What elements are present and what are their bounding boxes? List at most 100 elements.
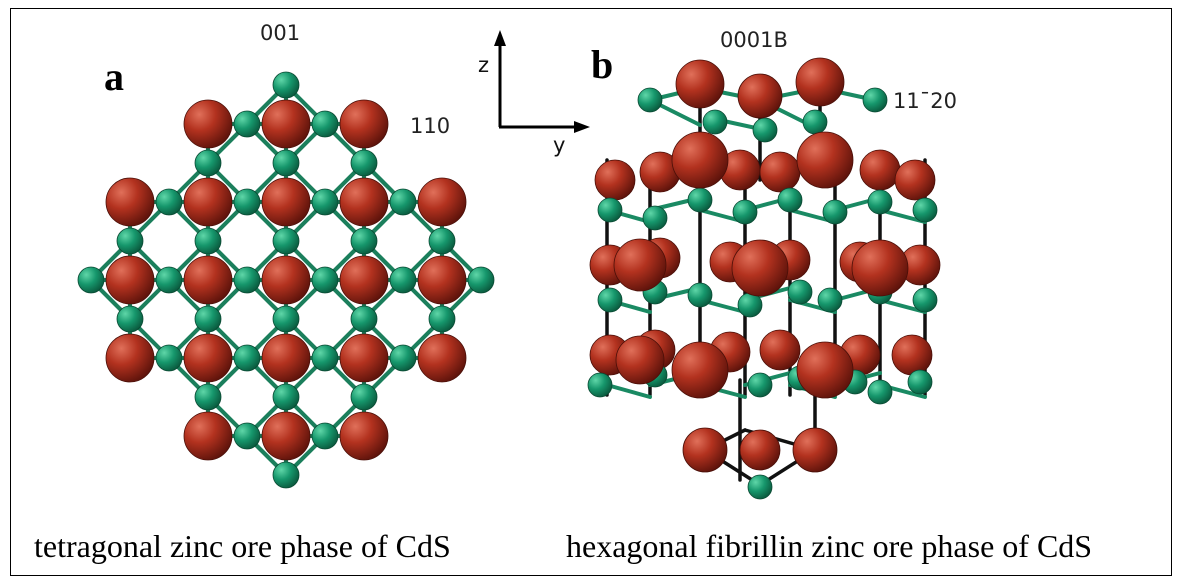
s-atom bbox=[912, 287, 938, 313]
s-atom bbox=[155, 344, 183, 372]
z-axis-label: z bbox=[478, 53, 489, 77]
s-atom bbox=[194, 149, 222, 177]
cd-atom bbox=[105, 255, 155, 305]
s-atom bbox=[311, 266, 339, 294]
s-atom bbox=[428, 227, 456, 255]
cd-atom bbox=[759, 151, 801, 193]
cd-atom bbox=[594, 159, 636, 201]
cd-atom bbox=[261, 99, 311, 149]
cd-atom bbox=[183, 177, 233, 227]
s-atom bbox=[642, 205, 668, 231]
s-atom bbox=[597, 287, 623, 313]
cd-atom bbox=[737, 73, 783, 119]
s-atom bbox=[194, 383, 222, 411]
s-atom bbox=[777, 187, 803, 213]
s-atom bbox=[747, 474, 773, 500]
s-atom bbox=[311, 188, 339, 216]
s-atom bbox=[233, 188, 261, 216]
s-atom bbox=[116, 305, 144, 333]
cd-atom bbox=[739, 429, 781, 471]
s-atom bbox=[233, 344, 261, 372]
s-atom bbox=[233, 110, 261, 138]
s-atom bbox=[389, 344, 417, 372]
s-atom bbox=[752, 117, 778, 143]
s-atom bbox=[350, 227, 378, 255]
cd-atom bbox=[417, 177, 467, 227]
bond bbox=[878, 208, 927, 224]
caption-panel-a: tetragonal zinc ore phase of CdS bbox=[34, 528, 451, 564]
s-atom bbox=[311, 110, 339, 138]
s-atom bbox=[233, 422, 261, 450]
cd-atom bbox=[851, 239, 909, 297]
cd-atom bbox=[792, 427, 838, 473]
s-atom bbox=[389, 266, 417, 294]
s-atom bbox=[912, 197, 938, 223]
s-atom bbox=[194, 305, 222, 333]
s-atom bbox=[687, 282, 713, 308]
s-atom bbox=[194, 227, 222, 255]
s-atom bbox=[272, 71, 300, 99]
cd-atom bbox=[613, 238, 667, 292]
s-atom bbox=[272, 227, 300, 255]
cd-atom bbox=[417, 333, 467, 383]
bond bbox=[605, 383, 652, 399]
miller-index-11-2-0: 11¯20 bbox=[893, 89, 957, 113]
cd-atom bbox=[891, 334, 933, 376]
s-atom bbox=[737, 292, 763, 318]
miller-index-0001b: 0001B bbox=[720, 28, 788, 52]
y-axis-label: y bbox=[553, 133, 565, 157]
s-atom bbox=[637, 87, 663, 113]
s-atom bbox=[311, 422, 339, 450]
cd-atom bbox=[417, 255, 467, 305]
s-atom bbox=[389, 188, 417, 216]
s-atom bbox=[77, 266, 105, 294]
cd-atom bbox=[894, 159, 936, 201]
s-atom bbox=[867, 189, 893, 215]
cd-atom bbox=[675, 59, 725, 109]
s-atom bbox=[350, 383, 378, 411]
cd-atom bbox=[261, 177, 311, 227]
cd-atom bbox=[759, 329, 801, 371]
wurtzite-lattice bbox=[587, 57, 941, 500]
s-atom bbox=[311, 344, 339, 372]
s-atom bbox=[350, 305, 378, 333]
lattice-a-atoms bbox=[77, 71, 495, 489]
s-atom bbox=[428, 305, 456, 333]
s-atom bbox=[155, 188, 183, 216]
s-atom bbox=[587, 372, 613, 398]
s-atom bbox=[467, 266, 495, 294]
s-atom bbox=[867, 379, 893, 405]
s-atom bbox=[787, 279, 813, 305]
cd-atom bbox=[339, 411, 389, 461]
s-atom bbox=[802, 109, 828, 135]
cd-atom bbox=[261, 333, 311, 383]
cd-atom bbox=[671, 341, 729, 399]
cd-atom bbox=[615, 335, 665, 385]
cd-atom bbox=[261, 411, 311, 461]
s-atom bbox=[907, 369, 933, 395]
zinc-blende-lattice bbox=[77, 71, 495, 489]
cd-atom bbox=[796, 341, 854, 399]
cd-atom bbox=[682, 427, 728, 473]
y-axis-arrowhead bbox=[574, 121, 590, 133]
cd-atom bbox=[339, 255, 389, 305]
s-atom bbox=[702, 109, 728, 135]
s-atom bbox=[116, 227, 144, 255]
cd-atom bbox=[796, 131, 854, 189]
s-atom bbox=[272, 461, 300, 489]
s-atom bbox=[350, 149, 378, 177]
s-atom bbox=[597, 197, 623, 223]
cd-atom bbox=[105, 333, 155, 383]
cd-atom bbox=[859, 149, 901, 191]
s-atom bbox=[233, 266, 261, 294]
s-atom bbox=[155, 266, 183, 294]
cd-atom bbox=[339, 177, 389, 227]
s-atom bbox=[747, 372, 773, 398]
cd-atom bbox=[183, 333, 233, 383]
cd-atom bbox=[183, 411, 233, 461]
s-atom bbox=[817, 287, 843, 313]
z-axis-arrowhead bbox=[494, 30, 506, 46]
cd-atom bbox=[183, 255, 233, 305]
cd-atom bbox=[105, 177, 155, 227]
